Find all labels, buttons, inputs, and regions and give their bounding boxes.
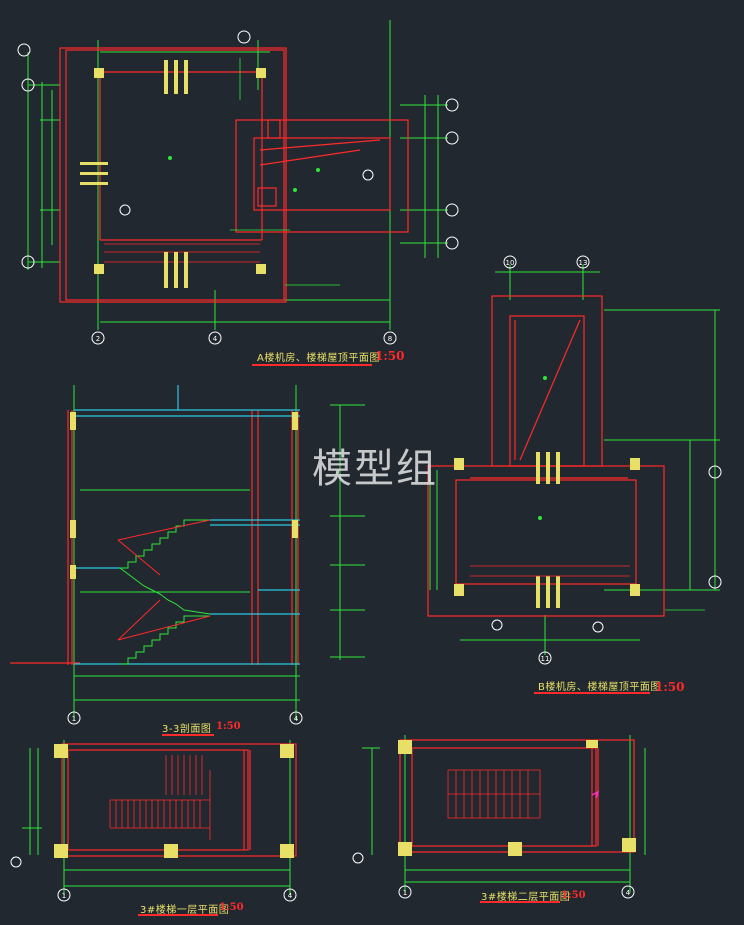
stair2-axis-4: 4 <box>626 889 631 897</box>
stair3-floor1-title: 3#楼梯一层平面图 <box>140 905 230 916</box>
section-title: 3-3剖面图 <box>162 724 212 735</box>
plan-a-axis-2: 2 <box>96 335 100 343</box>
plan-b-title-underline <box>534 692 650 694</box>
stair1-axis-4: 4 <box>288 892 293 900</box>
section-3-3-drawing: 1 4 <box>10 385 365 725</box>
section-scale: 1:50 <box>216 721 241 732</box>
stair3-floor2-title-underline <box>480 901 560 903</box>
watermark-text: 模型组 <box>312 446 438 492</box>
stair3-floor1-drawing: 1 4 <box>10 740 297 902</box>
plan-b-axis-13: 13 <box>579 259 588 267</box>
plan-b-drawing: 10 13 11 <box>427 255 722 665</box>
plan-a-title-underline <box>252 364 372 366</box>
plan-b-scale: 1:50 <box>655 680 685 694</box>
section-title-underline <box>162 734 214 736</box>
stair3-floor1-title-underline <box>138 914 218 916</box>
stair3-floor1-scale: 1:50 <box>219 902 244 913</box>
plan-b-title: B楼机房、楼梯屋顶平面图 <box>538 682 661 693</box>
stair3-floor2-drawing: 1 4 <box>352 735 646 899</box>
plan-a-drawing: 2 4 8 <box>17 20 459 345</box>
plan-a-axis-8: 8 <box>388 335 392 343</box>
plan-a-scale: 1:50 <box>375 349 405 363</box>
plan-a-axis-4: 4 <box>213 335 218 343</box>
plan-b-axis-11: 11 <box>541 655 550 663</box>
stair3-floor2-scale: 1:50 <box>561 890 586 901</box>
section-axis-4: 4 <box>294 715 299 723</box>
stair3-floor2-title: 3#楼梯二层平面图 <box>481 892 571 903</box>
plan-a-title: A楼机房、楼梯屋顶平面图 <box>257 353 380 364</box>
stair1-axis-1: 1 <box>62 892 66 900</box>
section-axis-1: 1 <box>72 715 76 723</box>
stair2-axis-1: 1 <box>403 889 407 897</box>
plan-b-axis-10: 10 <box>506 259 515 267</box>
